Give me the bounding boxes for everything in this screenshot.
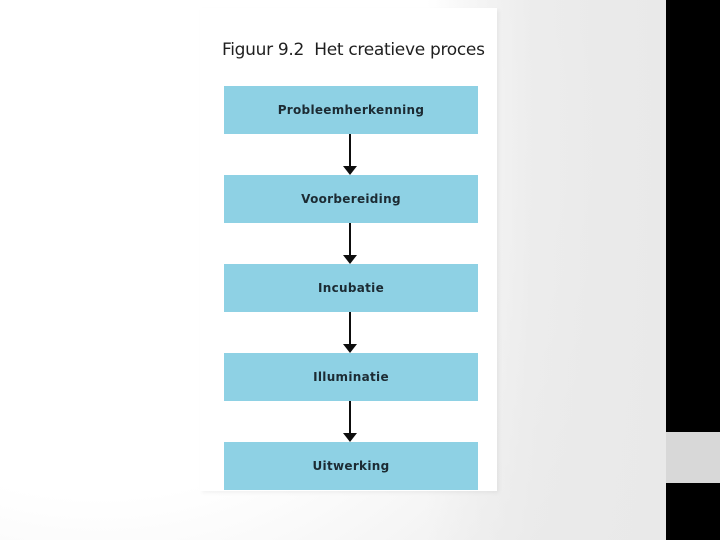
flow-step-label: Probleemherkenning bbox=[277, 103, 425, 117]
arrow-line bbox=[349, 312, 351, 344]
flow-step-uitwerking: Uitwerking bbox=[224, 442, 478, 490]
figure-title: Figuur 9.2 Het creatieve proces bbox=[222, 40, 485, 60]
arrow-line bbox=[349, 134, 351, 166]
flow-step-illuminatie: Illuminatie bbox=[224, 353, 478, 401]
down-arrow-icon bbox=[343, 134, 357, 175]
flow-step-label: Uitwerking bbox=[312, 459, 390, 473]
arrow-head bbox=[343, 255, 357, 264]
right-black-band bbox=[666, 0, 720, 540]
flow-step-label: Incubatie bbox=[317, 281, 385, 295]
scrollbar-thumb[interactable] bbox=[666, 432, 720, 483]
slide-page: Figuur 9.2 Het creatieve proces Probleem… bbox=[0, 0, 666, 540]
arrow-line bbox=[349, 401, 351, 433]
down-arrow-icon bbox=[343, 401, 357, 442]
down-arrow-icon bbox=[343, 223, 357, 264]
flow-step-probleemherkenning: Probleemherkenning bbox=[224, 86, 478, 134]
arrow-head bbox=[343, 166, 357, 175]
arrow-head bbox=[343, 433, 357, 442]
arrow-line bbox=[349, 223, 351, 255]
figure-panel: Figuur 9.2 Het creatieve proces Probleem… bbox=[200, 8, 497, 491]
arrow-head bbox=[343, 344, 357, 353]
flow-step-label: Voorbereiding bbox=[301, 192, 401, 206]
flow-step-incubatie: Incubatie bbox=[224, 264, 478, 312]
flow-step-label: Illuminatie bbox=[313, 370, 389, 384]
down-arrow-icon bbox=[343, 312, 357, 353]
flow-step-voorbereiding: Voorbereiding bbox=[224, 175, 478, 223]
